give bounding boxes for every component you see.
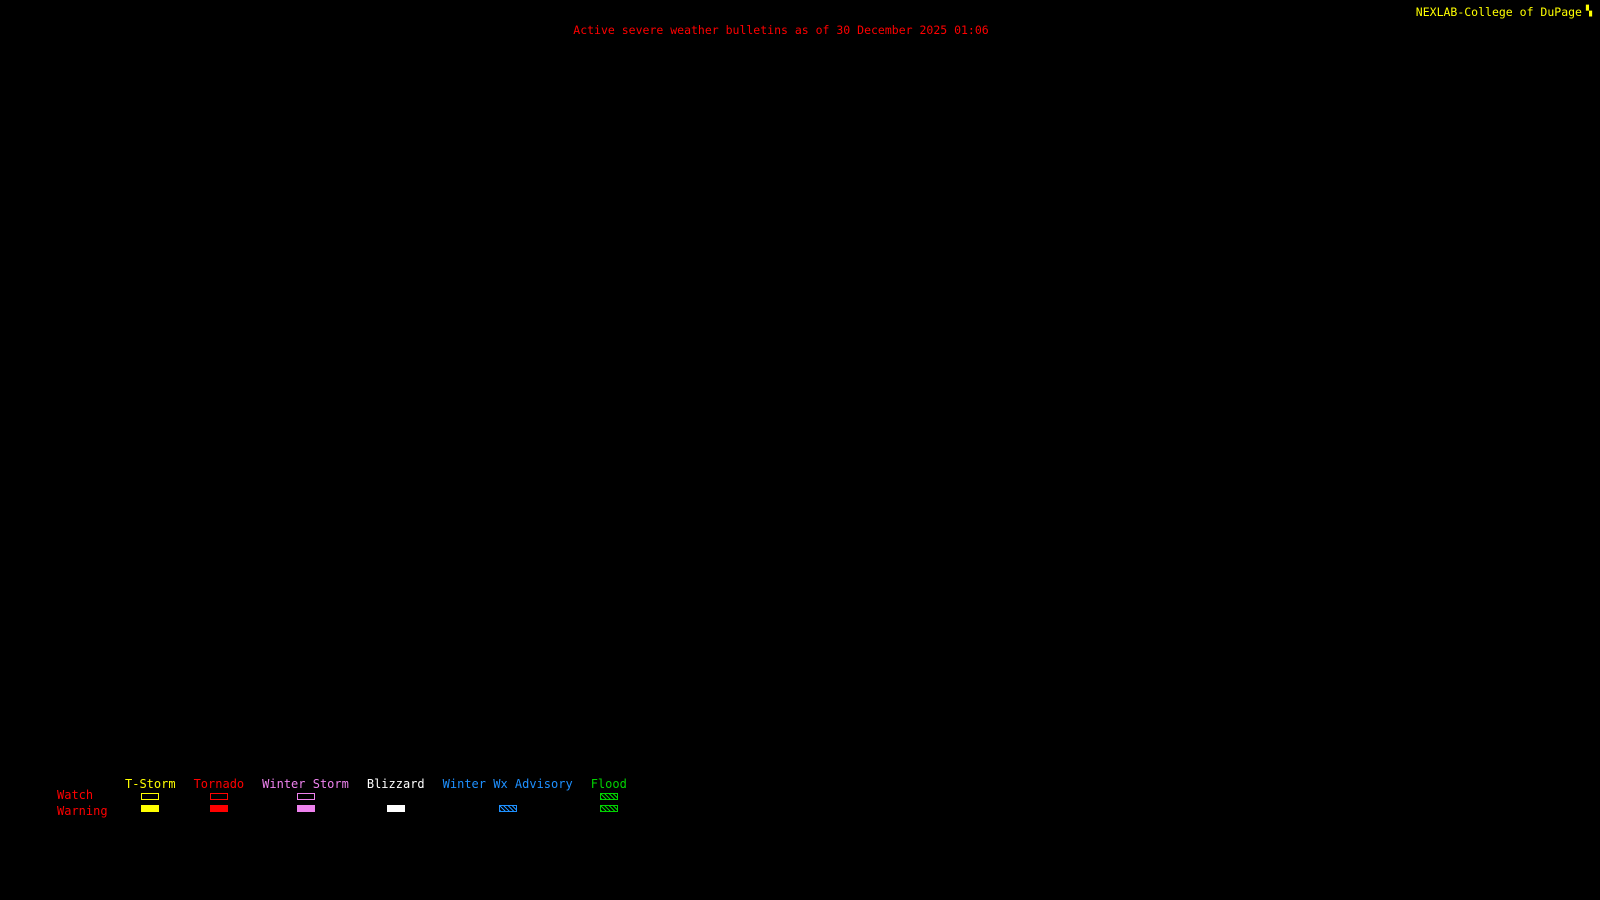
- legend-swatch-winter-storm-watch: [296, 793, 315, 800]
- legend-col-tstorm: T-Storm: [125, 777, 176, 812]
- map-title: Active severe weather bulletins as of 30…: [573, 23, 989, 37]
- legend-swatch-winter-storm-warning: [296, 805, 315, 812]
- legend-col-winter-storm: Winter Storm: [262, 777, 349, 812]
- legend: Watch Warning T-Storm Tornado Winter Sto…: [57, 777, 627, 819]
- legend-label-winter-storm: Winter Storm: [262, 777, 349, 791]
- legend-col-blizzard: Blizzard: [367, 777, 425, 812]
- legend-watch-label: Watch: [57, 788, 94, 802]
- legend-columns: T-Storm Tornado Winter Storm Blizzard Wi…: [125, 777, 627, 812]
- legend-swatch-tstorm-warning: [141, 805, 160, 812]
- brand: NEXLAB-College of DuPage ▚: [1416, 5, 1592, 19]
- legend-col-flood: Flood: [591, 777, 627, 812]
- legend-swatch-winter-wx-advisory-warning: [498, 805, 517, 812]
- legend-warning-label: Warning: [57, 804, 108, 818]
- brand-text: NEXLAB-College of DuPage: [1415, 5, 1582, 19]
- legend-label-winter-wx-advisory: Winter Wx Advisory: [442, 777, 573, 791]
- legend-col-tornado: Tornado: [193, 777, 245, 812]
- legend-swatch-flood-warning: [599, 805, 618, 812]
- legend-swatch-tornado-warning: [209, 805, 228, 812]
- legend-swatch-tornado-watch: [209, 793, 228, 800]
- legend-label-flood: Flood: [590, 777, 627, 791]
- brand-icon: ▚: [1585, 6, 1592, 17]
- legend-col-winter-wx-advisory: Winter Wx Advisory: [443, 777, 573, 812]
- legend-swatch-blizzard-warning: [386, 805, 405, 812]
- legend-label-tstorm: T-Storm: [125, 777, 176, 791]
- legend-label-tornado: Tornado: [193, 777, 245, 791]
- legend-label-blizzard: Blizzard: [366, 777, 425, 791]
- legend-swatch-flood-watch: [599, 793, 618, 800]
- legend-row-labels: Watch Warning: [57, 787, 111, 819]
- legend-swatch-tstorm-watch: [141, 793, 160, 800]
